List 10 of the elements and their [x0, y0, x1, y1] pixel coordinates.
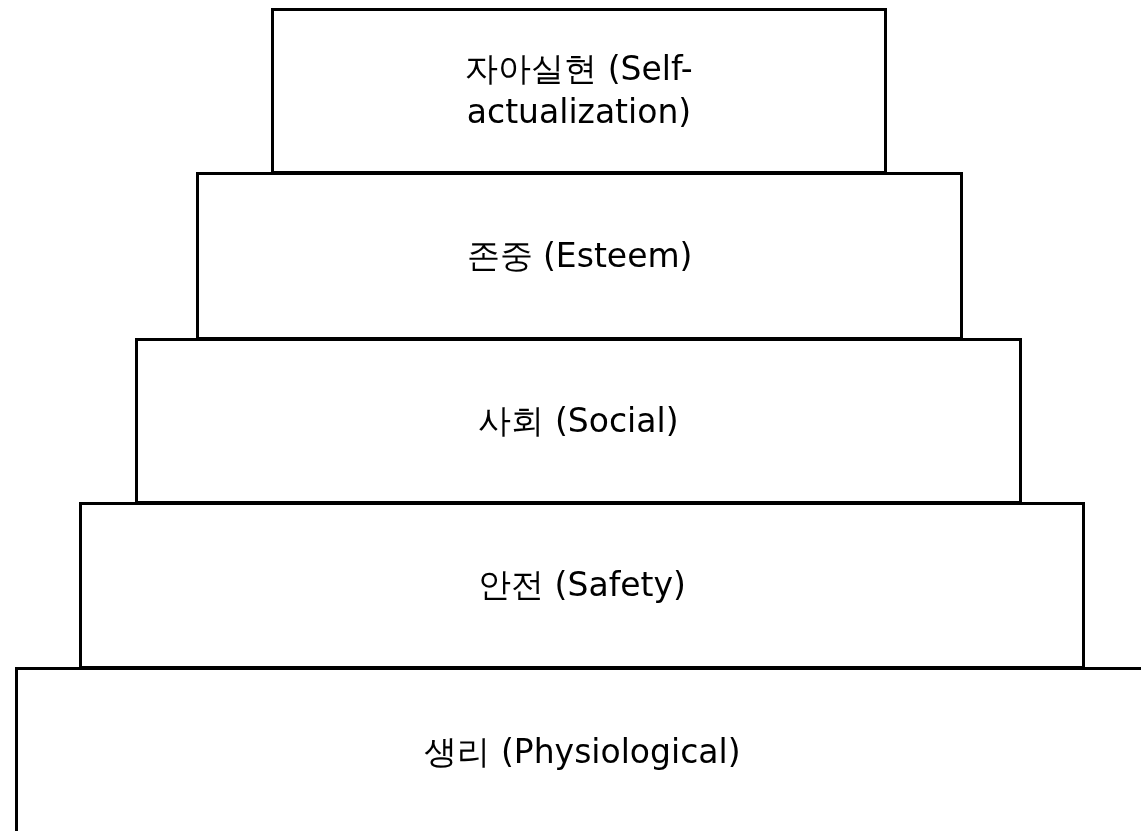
level-label: 사회 (Social)	[478, 399, 679, 442]
level-label: 생리 (Physiological)	[424, 730, 741, 773]
pyramid-level	[135, 338, 1022, 504]
level-label: 존중 (Esteem)	[466, 234, 693, 277]
level-label: 자아실현 (Self-actualization)	[464, 48, 694, 133]
level-label: 안전 (Safety)	[478, 564, 686, 607]
pyramid-level	[15, 667, 1141, 831]
pyramid-level	[79, 502, 1085, 669]
pyramid-level	[196, 172, 963, 340]
pyramid-level	[271, 8, 887, 174]
